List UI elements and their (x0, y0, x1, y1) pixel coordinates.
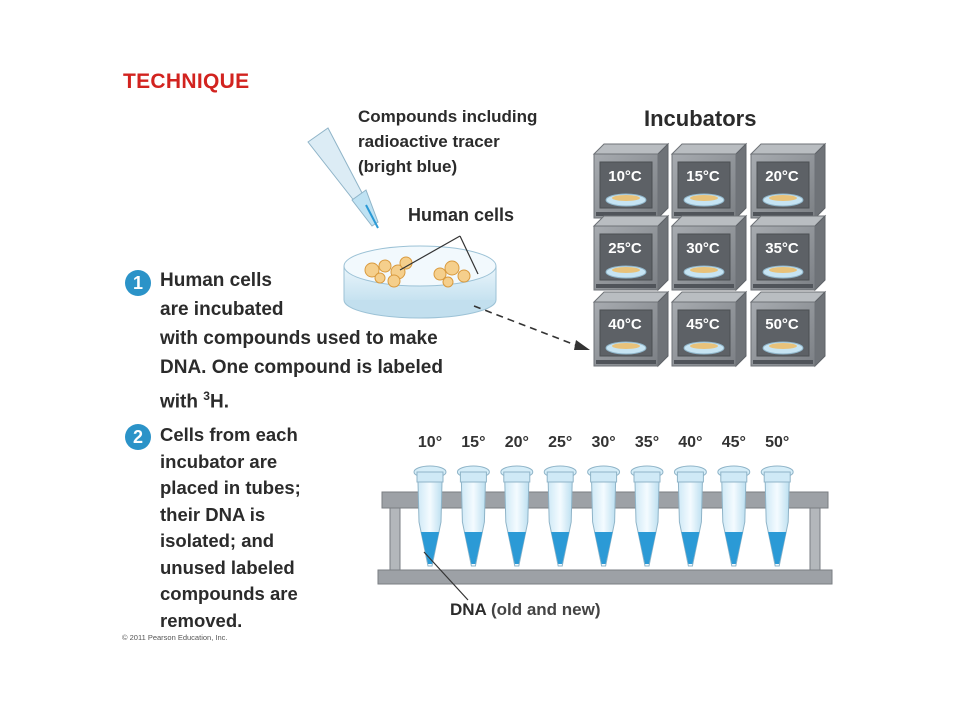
dashed-arrow (473, 305, 590, 350)
test-tube (673, 465, 707, 567)
dna-label: DNA (old and new) (450, 600, 600, 620)
incubator-box: 45°C (670, 290, 748, 368)
step-2-line: compounds are (160, 583, 298, 604)
tube-temp-label: 10° (417, 434, 443, 451)
step-1-line: with 3H. (160, 382, 229, 416)
test-tube (630, 465, 664, 567)
incubator-box: 15°C (670, 142, 748, 220)
tube-row (413, 465, 794, 567)
tube-temp-label: 40° (678, 434, 703, 451)
incubator-box: 30°C (670, 214, 748, 292)
incubator-temp-label: 50°C (765, 316, 799, 333)
incubator-box: 10°C (592, 142, 670, 220)
compounds-label-line: (bright blue) (358, 157, 458, 176)
step-1-badge: 1 (125, 270, 151, 296)
copyright-notice: © 2011 Pearson Education, Inc. (122, 633, 228, 642)
test-tube (760, 465, 794, 567)
step-1-text-post: H. (209, 391, 229, 413)
incubators-title: Incubators (644, 106, 757, 131)
step-2-text: Cells from each incubator are placed in … (160, 422, 360, 634)
incubator-temp-label: 15°C (686, 168, 720, 185)
tube-temp-label: 35° (634, 434, 660, 451)
incubator-temp-label: 10°C (608, 168, 642, 185)
incubator-temp-label: 40°C (608, 316, 642, 333)
dna-pointer (423, 551, 469, 601)
step-2-line: isolated; and (160, 530, 275, 551)
step-2-badge: 2 (125, 424, 151, 450)
test-tube (500, 465, 534, 567)
incubator-temp-label: 20°C (765, 168, 799, 185)
dna-label-bold: DNA (450, 600, 487, 619)
incubator-box: 40°C (592, 290, 670, 368)
test-tube (717, 465, 751, 567)
test-tube (587, 465, 621, 567)
incubator-box: 25°C (592, 214, 670, 292)
step-1-line: are incubated (160, 299, 284, 320)
step-1-text-pre: with (160, 391, 204, 413)
incubator-temp-label: 30°C (686, 240, 720, 257)
step-2-line: unused labeled (160, 556, 295, 578)
step-1-line: DNA. One compound is labeled (160, 357, 443, 378)
tube-temp-label: 50° (765, 434, 790, 451)
tube-temp-label: 30° (591, 434, 616, 451)
pipette (307, 127, 379, 229)
step-2-line: incubator are (160, 450, 278, 472)
incubator-temp-label: 45°C (686, 316, 720, 333)
test-tube (413, 465, 447, 567)
superscript-3: 3 (203, 389, 210, 403)
technique-title: TECHNIQUE (123, 70, 250, 93)
compounds-label: Compounds including radioactive tracer (… (358, 104, 608, 179)
petri-dish (343, 245, 497, 319)
test-tube (456, 465, 490, 567)
dna-label-rest: (old and new) (490, 600, 601, 619)
incubator-temp-label: 25°C (608, 240, 642, 257)
tube-temp-label: 15° (461, 434, 486, 451)
step-1-line: Human cells (160, 270, 272, 291)
incubator-box: 50°C (749, 290, 827, 368)
incubator-box: 20°C (749, 142, 827, 220)
test-tube (543, 465, 577, 567)
incubator-grid: 10°C 15°C 20°C 25°C 30°C 35°C 40°C 45°C 50°C (592, 142, 827, 368)
compounds-label-line: Compounds including (358, 107, 538, 126)
tube-temp-label: 20° (504, 434, 529, 451)
incubator-temp-label: 35°C (765, 240, 799, 257)
incubator-box: 35°C (749, 214, 827, 292)
human-cells-label: Human cells (408, 205, 515, 225)
compounds-label-line: radioactive tracer (358, 132, 500, 151)
step-2-line: removed. (160, 609, 243, 631)
step-2-line: Cells from each (160, 424, 298, 445)
tube-temp-label: 45° (721, 434, 746, 451)
step-1-line: with compounds used to make (160, 328, 438, 349)
step-2-line: their DNA is (160, 503, 266, 525)
step-2-line: placed in tubes; (160, 477, 301, 498)
human-cells-pointer (399, 235, 479, 275)
tube-temp-label: 25° (548, 434, 573, 451)
